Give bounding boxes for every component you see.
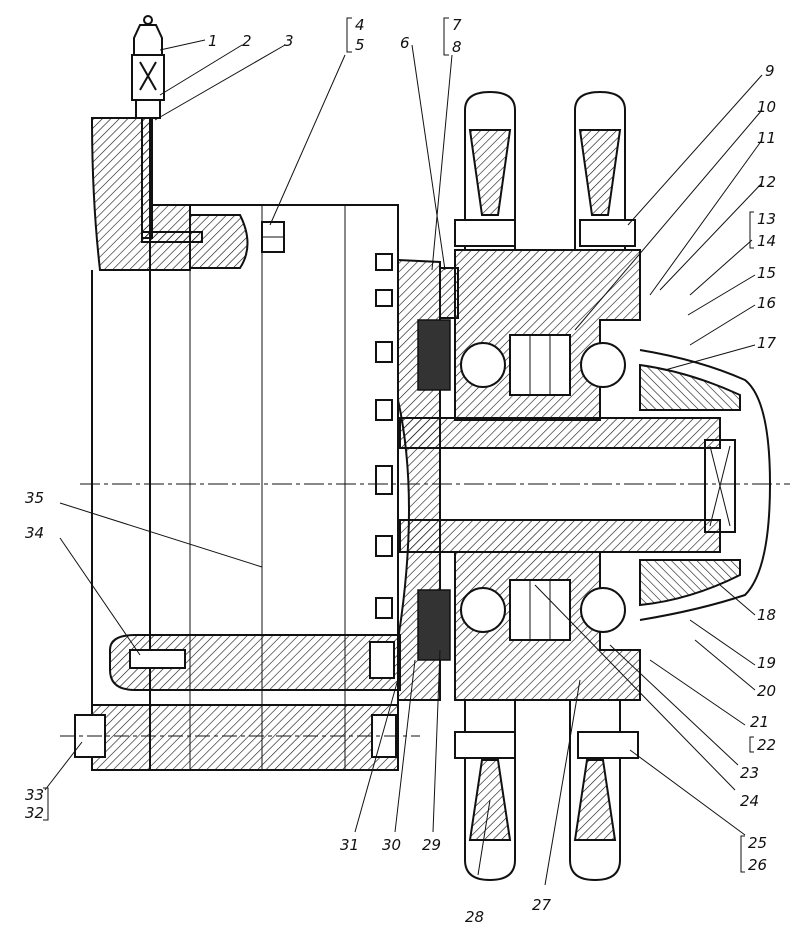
callout-31: 31	[340, 836, 359, 854]
callout-labels: 1 2 3 4 5 6 7 8 9 10 11 12 13 14 15 16 1…	[25, 16, 777, 926]
callout-8: 8	[452, 38, 462, 56]
callout-29: 29	[422, 836, 441, 854]
callout-19: 19	[757, 654, 776, 672]
axle-shaft	[80, 417, 790, 553]
callout-5: 5	[355, 36, 365, 54]
callout-11: 11	[757, 129, 776, 147]
callout-4: 4	[355, 16, 365, 34]
callout-21: 21	[750, 713, 769, 731]
callout-10: 10	[757, 98, 776, 116]
wheel-disc-top	[454, 90, 636, 250]
callout-27: 27	[532, 896, 552, 914]
hub-housing	[454, 249, 641, 701]
callout-16: 16	[757, 294, 776, 312]
callout-7: 7	[452, 16, 462, 34]
callout-23: 23	[740, 764, 759, 782]
lower-bolts	[60, 634, 420, 771]
callout-1: 1	[208, 32, 218, 50]
callout-33: 33	[25, 786, 44, 804]
callout-2: 2	[242, 32, 252, 50]
leader-lines	[44, 39, 763, 886]
grease-nipple	[131, 15, 203, 243]
callout-28: 28	[465, 908, 484, 926]
callout-30: 30	[382, 836, 401, 854]
callout-34: 34	[25, 524, 44, 542]
wheel-disc-bottom	[454, 700, 639, 882]
callout-25: 25	[748, 834, 767, 852]
callout-14: 14	[757, 232, 776, 250]
callout-9: 9	[765, 62, 775, 80]
seal-assembly	[417, 267, 459, 661]
callout-18: 18	[757, 606, 776, 624]
callout-17: 17	[757, 334, 777, 352]
callout-13: 13	[757, 210, 776, 228]
callout-32: 32	[25, 804, 44, 822]
bolt-upper	[261, 221, 285, 253]
callout-6: 6	[400, 34, 410, 52]
callout-26: 26	[748, 856, 767, 874]
callout-24: 24	[740, 792, 759, 810]
callout-35: 35	[25, 489, 44, 507]
callout-15: 15	[757, 264, 776, 282]
callout-3: 3	[284, 32, 294, 50]
callout-22: 22	[757, 736, 776, 754]
hub-cap	[639, 349, 772, 621]
callout-brackets	[43, 17, 754, 873]
callout-20: 20	[757, 682, 776, 700]
callout-12: 12	[757, 173, 776, 191]
